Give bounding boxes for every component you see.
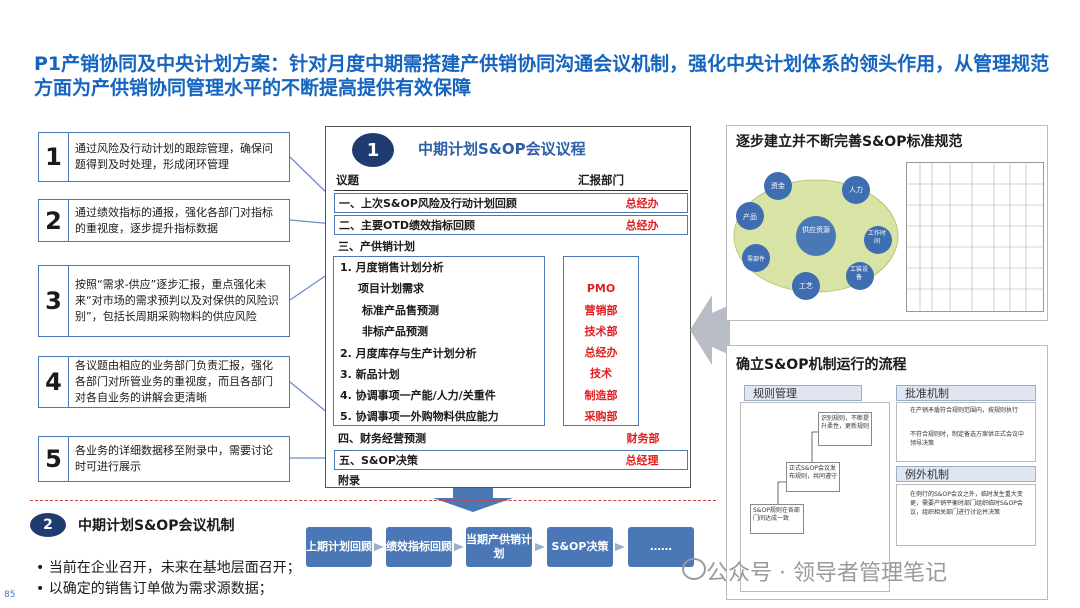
process-tag: 例外机制 [896, 466, 1036, 482]
hub-label: 供应资源 [802, 226, 830, 234]
agenda-row: 一、上次S&OP风险及行动计划回顾 总经办 [334, 193, 688, 213]
sub-item-dept: 采购部 [584, 410, 618, 423]
flow-step: 上期计划回顾 [306, 527, 372, 567]
flow-box: S&OP规则在各部门间达成一致 [750, 504, 804, 534]
sub-item: 项目计划需求 [358, 282, 424, 295]
sub-item-dept: 技术部 [584, 325, 618, 338]
node-label: 工作时间 [867, 230, 886, 245]
page-number: 85 [4, 590, 16, 600]
agenda-topic: 三、产供销计划 [338, 240, 415, 253]
sub-item: 5. 协调事项一外购物料供应能力 [340, 410, 499, 423]
process-title: 确立S&OP机制运行的流程 [736, 357, 907, 373]
plan-subitems-box [333, 256, 545, 426]
process-tag: 规则管理 [744, 385, 862, 401]
point-text: 各业务的详细数据移至附录中，需要讨论时可进行展示 [75, 444, 273, 473]
approval-note: 在产销矛盾符合规则范围内，按规则执行 [910, 407, 1019, 414]
approval-note: 不符合规则时，制定备选方案供正式会议中领导决策 [910, 431, 1025, 447]
point-number: 1 [39, 133, 69, 181]
sub-item-dept: PMO [586, 282, 616, 295]
agenda-row: 附录 [334, 470, 688, 490]
agenda-title: 中期计划S&OP会议议程 [418, 140, 586, 158]
flow-box: 识别规则，不断提升柔性，更新规则 [818, 412, 872, 446]
agenda-dept: 财务部 [626, 432, 660, 445]
agenda-topic: 四、财务经营预测 [338, 432, 426, 445]
bullet-text: 当前在企业召开，未来在基地层面召开； [48, 560, 301, 576]
sub-item: 标准产品售预测 [362, 304, 439, 317]
bullet-item: • 以确定的销售订单做为需求源数据； [36, 581, 273, 597]
node-label: 工装设备 [849, 266, 868, 281]
bullet-text: 以确定的销售订单做为需求源数据； [48, 581, 273, 597]
sub-item: 4. 协调事项一产能/人力/关重件 [340, 389, 496, 402]
left-arrow-icon [690, 295, 730, 365]
sub-item: 非标产品预测 [362, 325, 428, 338]
flow-step: …… [628, 527, 694, 567]
agenda-dept: 总经理 [625, 454, 659, 467]
point-text: 各议题由相应的业务部门负责汇报，强化各部门对所管业务的重视度，而且各部门对各自业… [75, 359, 273, 404]
section-badge-2: 2 [30, 513, 66, 537]
standards-table-grid [906, 162, 1044, 312]
sub-item-dept: 制造部 [584, 389, 618, 402]
point-text: 通过绩效指标的通报，强化各部门对指标的重视度，逐步提升指标数据 [75, 205, 273, 235]
sub-item: 1. 月度销售计划分析 [340, 261, 444, 274]
plan-dept-box [563, 256, 639, 426]
point-text: 通过风险及行动计划的跟踪管理，确保问题得到及时处理，形成闭环管理 [75, 142, 273, 171]
node-label: 人力 [849, 186, 863, 194]
process-tag: 批准机制 [896, 385, 1036, 401]
agenda-topic: 五、S&OP决策 [339, 454, 418, 467]
point-number: 3 [39, 266, 69, 336]
point-card-5: 5 各业务的详细数据移至附录中，需要讨论时可进行展示 [38, 436, 290, 482]
agenda-dept: 总经办 [625, 197, 659, 210]
section-badge-1: 1 [352, 133, 394, 167]
point-number: 2 [39, 200, 69, 241]
agenda-row: 三、产供销计划 [334, 236, 688, 256]
agenda-panel [325, 126, 691, 488]
rule-area [740, 402, 890, 592]
page-title: P1产销协同及中央计划方案：针对月度中期需搭建产供销协同沟通会议机制，强化中央计… [34, 53, 1050, 99]
flow-step: 绩效指标回顾 [386, 527, 452, 567]
exception-area [896, 484, 1036, 546]
flow-step: 当期产供销计划 [466, 527, 532, 567]
approval-area [896, 402, 1036, 462]
sub-item-dept: 技术 [590, 367, 612, 380]
agenda-topic: 一、上次S&OP风险及行动计划回顾 [339, 197, 517, 210]
node-label: 工艺 [799, 282, 813, 290]
agenda-row: 二、主要OTD绩效指标回顾 总经办 [334, 215, 688, 235]
point-card-3: 3 按照“需求-供应”逐步汇报，重点强化未来“对市场的需求预判以及对保供的风险识… [38, 265, 290, 337]
watermark: 公众号 · 领导者管理笔记 [706, 561, 947, 586]
point-number: 5 [39, 437, 69, 481]
sub-item-dept: 总经办 [584, 346, 618, 359]
node-label: 产品 [743, 213, 757, 221]
node-label: 资金 [771, 182, 785, 190]
point-text: 按照“需求-供应”逐步汇报，重点强化未来“对市场的需求预判以及对保供的风险识别”… [75, 278, 279, 323]
agenda-col-dept: 汇报部门 [578, 173, 624, 187]
agenda-row: 五、S&OP决策 总经理 [334, 450, 688, 470]
point-number: 4 [39, 357, 69, 407]
agenda-dept: 总经办 [625, 219, 659, 232]
agenda-topic: 附录 [338, 474, 360, 487]
agenda-col-topic: 议题 [336, 173, 359, 187]
agenda-row: 四、财务经营预测 财务部 [334, 428, 688, 448]
flow-step: S&OP决策 [547, 527, 613, 567]
section-divider [30, 500, 716, 501]
flow-box: 正式S&OP会议发布规则，共同遵守 [786, 462, 840, 492]
section2-title: 中期计划S&OP会议机制 [78, 518, 235, 534]
bullet-item: • 当前在企业召开，未来在基地层面召开； [36, 560, 301, 576]
wechat-icon [682, 558, 706, 580]
sub-item-dept: 营销部 [584, 304, 618, 317]
exception-note: 在例行的S&OP会议之外，临时发生重大变更，需要产销平衡时部门组织临时S&OP会… [910, 491, 1023, 516]
standards-table [906, 162, 1044, 312]
node-label: 零部件 [746, 256, 765, 263]
standards-title: 逐步建立并不断完善S&OP标准规范 [736, 134, 963, 150]
point-card-1: 1 通过风险及行动计划的跟踪管理，确保问题得到及时处理，形成闭环管理 [38, 132, 290, 182]
point-card-4: 4 各议题由相应的业务部门负责汇报，强化各部门对所管业务的重视度，而且各部门对各… [38, 356, 290, 408]
sub-item: 2. 月度库存与生产计划分析 [340, 347, 477, 360]
point-card-2: 2 通过绩效指标的通报，强化各部门对指标的重视度，逐步提升指标数据 [38, 199, 290, 242]
sub-item: 3. 新品计划 [340, 368, 400, 381]
header-divider [334, 190, 688, 191]
resource-diagram [733, 172, 899, 300]
agenda-topic: 二、主要OTD绩效指标回顾 [339, 219, 475, 232]
